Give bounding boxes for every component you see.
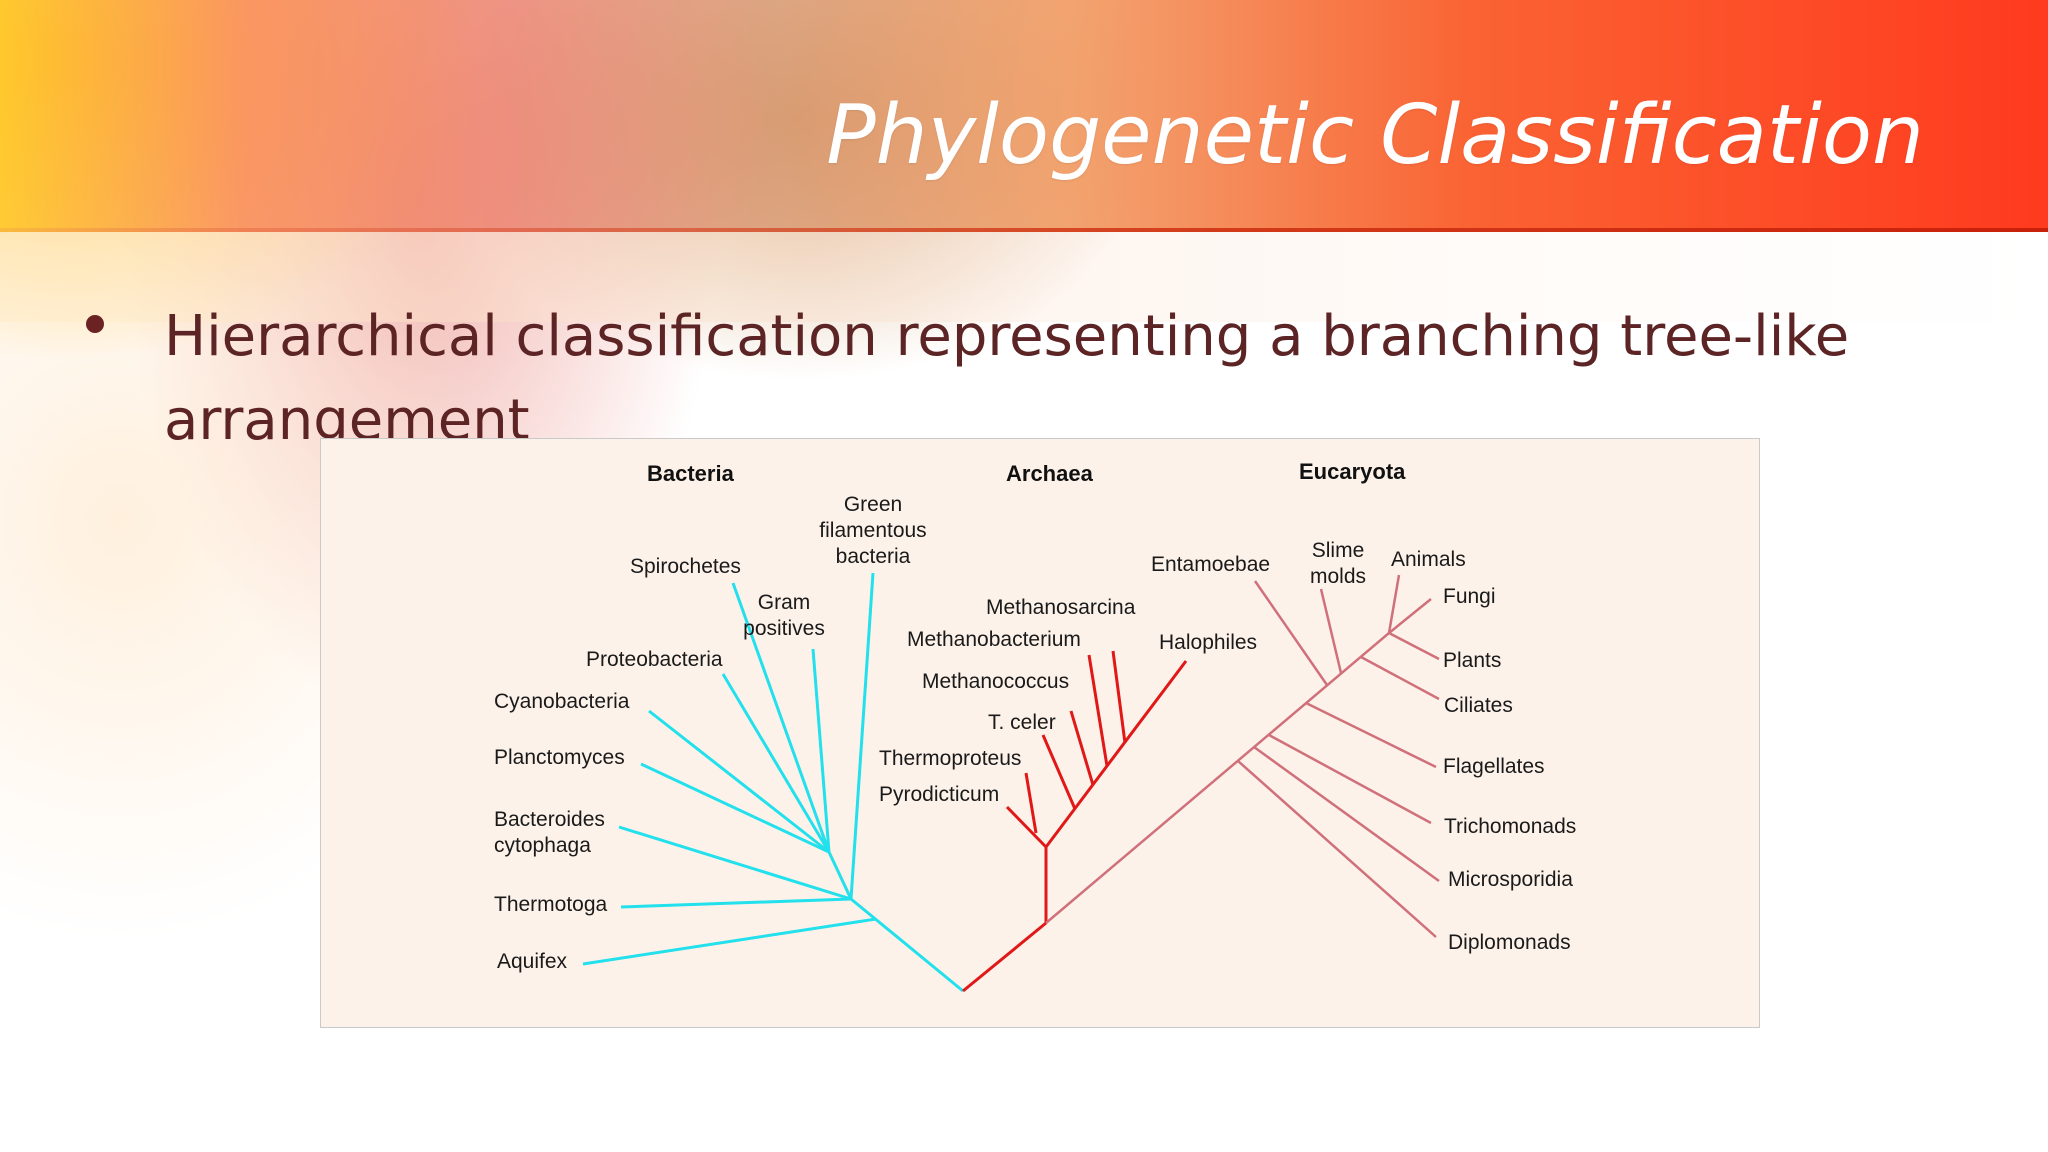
- domain-label-eucaryota: Eucaryota: [1299, 459, 1406, 484]
- label-slime-line1: Slime: [1312, 539, 1365, 562]
- label-microsporidia: Microsporidia: [1448, 868, 1573, 891]
- branch-spirochetes: [731, 582, 831, 853]
- label-green-line2: filamentous: [819, 519, 926, 542]
- branch-pyrodicticum: [1005, 805, 1048, 849]
- label-bacteroides-line2: cytophaga: [494, 834, 591, 857]
- branch-methanobacterium: [1087, 654, 1109, 767]
- label-gram-line2: positives: [743, 617, 825, 640]
- subheader-band: [0, 232, 2048, 322]
- branch-gram-positives: [811, 648, 831, 853]
- branch-green-filamentous: [849, 572, 875, 900]
- label-entamoebae: Entamoebae: [1151, 553, 1270, 576]
- branch-bacteroides: [618, 825, 852, 901]
- bullet-text: Hierarchical classification representing…: [164, 304, 1850, 453]
- branch-trichomonads: [1268, 733, 1432, 825]
- label-green-line1: Green: [844, 493, 902, 516]
- eucaryota-branches: [1045, 574, 1440, 938]
- label-green-line3: bacteria: [836, 545, 911, 568]
- label-diplomonads: Diplomonads: [1448, 931, 1571, 954]
- domain-label-bacteria: Bacteria: [647, 461, 735, 486]
- label-halophiles: Halophiles: [1159, 631, 1257, 654]
- label-slime-line2: molds: [1310, 565, 1366, 588]
- label-ciliates: Ciliates: [1444, 694, 1513, 717]
- label-tceler: T. celer: [988, 711, 1056, 734]
- branch-ciliates: [1360, 655, 1440, 701]
- domain-label-archaea: Archaea: [1006, 461, 1094, 486]
- branch-archaea-upper: [1044, 660, 1188, 848]
- label-spirochetes: Spirochetes: [630, 555, 741, 578]
- branch-bacteria-stem: [827, 851, 853, 900]
- branch-root-bacteria: [850, 897, 964, 993]
- branch-cyanobacteria: [648, 709, 830, 854]
- branch-diplomonads: [1237, 760, 1437, 938]
- branch-proteobacteria: [721, 673, 831, 853]
- branch-flagellates: [1305, 701, 1437, 769]
- branch-thermoproteus: [1024, 772, 1038, 834]
- label-gram-line1: Gram: [758, 591, 811, 614]
- label-thermotoga: Thermotoga: [494, 893, 608, 916]
- branch-slime-molds: [1319, 588, 1343, 674]
- label-pyrodicticum: Pyrodicticum: [879, 783, 999, 806]
- label-proteobacteria: Proteobacteria: [586, 648, 723, 671]
- branch-aquifex: [582, 917, 877, 966]
- phylogenetic-tree: Bacteria Archaea Eucaryota Aquifex Therm…: [494, 459, 1576, 993]
- branch-tceler: [1041, 734, 1077, 810]
- branch-root-archaea: [962, 921, 1047, 993]
- branch-thermotoga: [620, 897, 852, 909]
- branch-fungi: [1388, 598, 1432, 634]
- branch-eucaryota-stem: [1045, 632, 1390, 924]
- label-plants: Plants: [1443, 649, 1501, 672]
- label-animals: Animals: [1391, 548, 1466, 571]
- label-methanobacterium: Methanobacterium: [907, 628, 1081, 651]
- label-aquifex: Aquifex: [497, 950, 568, 973]
- header-band: [0, 0, 2048, 232]
- bacteria-branches: [582, 572, 964, 993]
- phylogenetic-tree-figure: Bacteria Archaea Eucaryota Aquifex Therm…: [320, 438, 1760, 1028]
- branch-methanococcus: [1069, 710, 1095, 786]
- branch-methanosarcina: [1111, 650, 1127, 744]
- header-divider: [0, 228, 2048, 232]
- label-planctomyces: Planctomyces: [494, 746, 625, 769]
- bullet-icon: [86, 315, 104, 333]
- branch-plants: [1388, 631, 1440, 661]
- label-bacteroides-line1: Bacteroides: [494, 808, 605, 831]
- branch-entamoebae: [1253, 580, 1329, 686]
- label-methanosarcina: Methanosarcina: [986, 596, 1136, 619]
- label-trichomonads: Trichomonads: [1444, 815, 1576, 838]
- label-fungi: Fungi: [1443, 585, 1496, 608]
- label-flagellates: Flagellates: [1443, 755, 1545, 778]
- branch-planctomyces: [640, 762, 830, 854]
- archaea-branches: [962, 650, 1188, 993]
- branch-microsporidia: [1253, 745, 1440, 883]
- label-cyanobacteria: Cyanobacteria: [494, 690, 630, 713]
- slide-title: Phylogenetic Classification: [826, 88, 1924, 183]
- label-methanococcus: Methanococcus: [922, 670, 1069, 693]
- label-thermoproteus: Thermoproteus: [879, 747, 1021, 770]
- branch-animals: [1387, 574, 1401, 634]
